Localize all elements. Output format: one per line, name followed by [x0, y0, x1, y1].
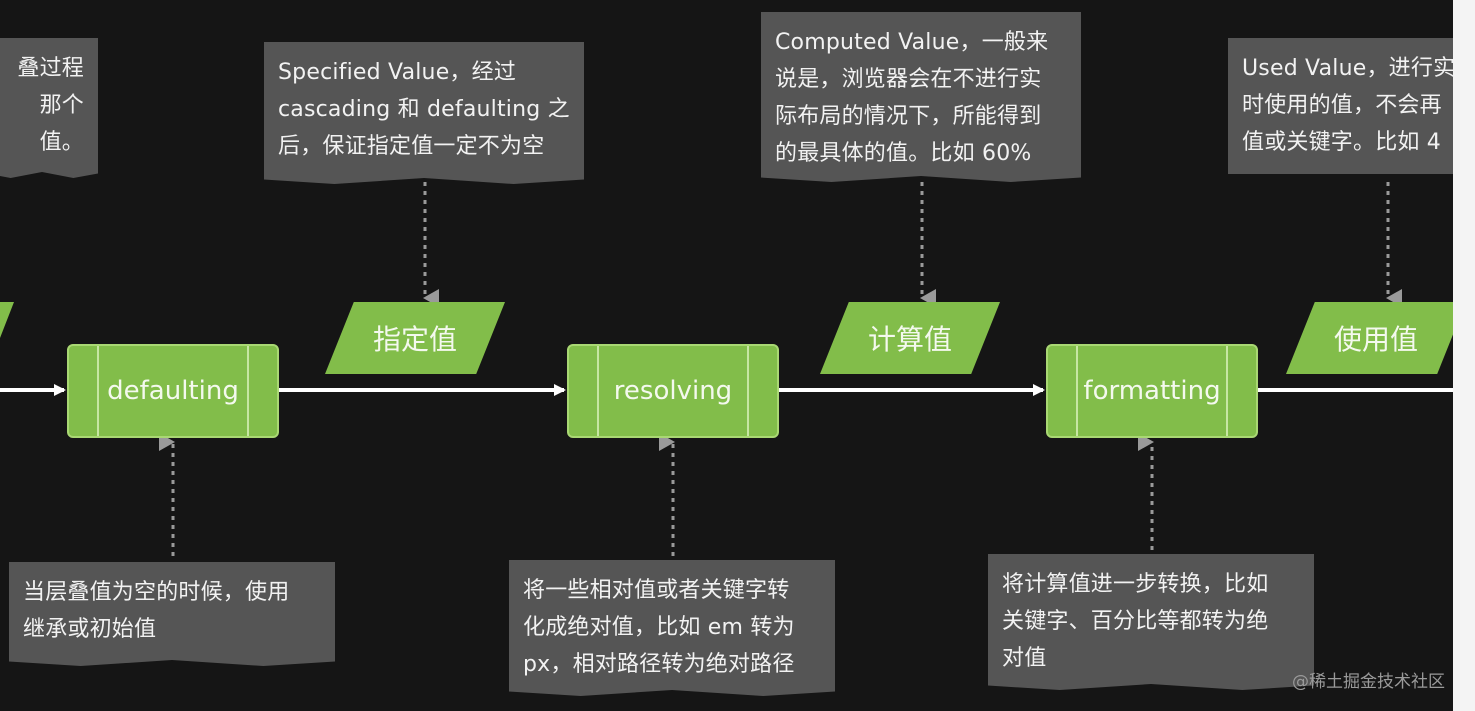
- value-computed-shape: [820, 302, 1000, 374]
- process-defaulting-label: defaulting: [107, 376, 239, 406]
- note-computed-value: Computed Value，一般来 说是，浏览器会在不进行实 际布局的情况下，…: [761, 12, 1081, 174]
- process-formatting-label: formatting: [1083, 376, 1221, 406]
- process-defaulting-right-bar: [247, 346, 249, 436]
- process-formatting-right-bar: [1226, 346, 1228, 436]
- value-computed-label: 计算值: [867, 323, 952, 356]
- process-resolving-label: resolving: [613, 376, 733, 406]
- process-defaulting: defaulting: [67, 344, 279, 438]
- right-edge-strip: [1453, 0, 1475, 711]
- note-defaulting-description: 当层叠值为空的时候，使用 继承或初始值: [9, 562, 335, 658]
- note-formatting-description: 将计算值进一步转换，比如 关键字、百分比等都转为绝 对值: [988, 554, 1314, 682]
- value-used-label: 使用值: [1333, 323, 1418, 356]
- value-used: 使用值: [1286, 302, 1466, 374]
- note-cascaded-value: 叠过程 那个值。: [0, 38, 98, 170]
- watermark-text: @稀土掘金技术社区: [1292, 672, 1445, 692]
- value-specified-shape: [325, 302, 505, 374]
- partial-value-shape-left: [0, 302, 14, 338]
- value-computed: 计算值: [820, 302, 1000, 374]
- note-specified-value: Specified Value，经过 cascading 和 defaultin…: [264, 42, 584, 176]
- process-formatting: formatting: [1046, 344, 1258, 438]
- value-used-shape: [1286, 302, 1466, 374]
- note-used-value: Used Value，进行实 时使用的值，不会再 值或关键字。比如 4: [1228, 38, 1453, 174]
- process-resolving-right-bar: [747, 346, 749, 436]
- process-defaulting-left-bar: [97, 346, 99, 436]
- process-resolving-left-bar: [597, 346, 599, 436]
- note-resolving-description: 将一些相对值或者关键字转 化成绝对值，比如 em 转为 px，相对路径转为绝对路…: [509, 560, 835, 688]
- process-resolving: resolving: [567, 344, 779, 438]
- value-specified-label: 指定值: [372, 323, 457, 356]
- value-specified: 指定值: [325, 302, 505, 374]
- process-formatting-left-bar: [1076, 346, 1078, 436]
